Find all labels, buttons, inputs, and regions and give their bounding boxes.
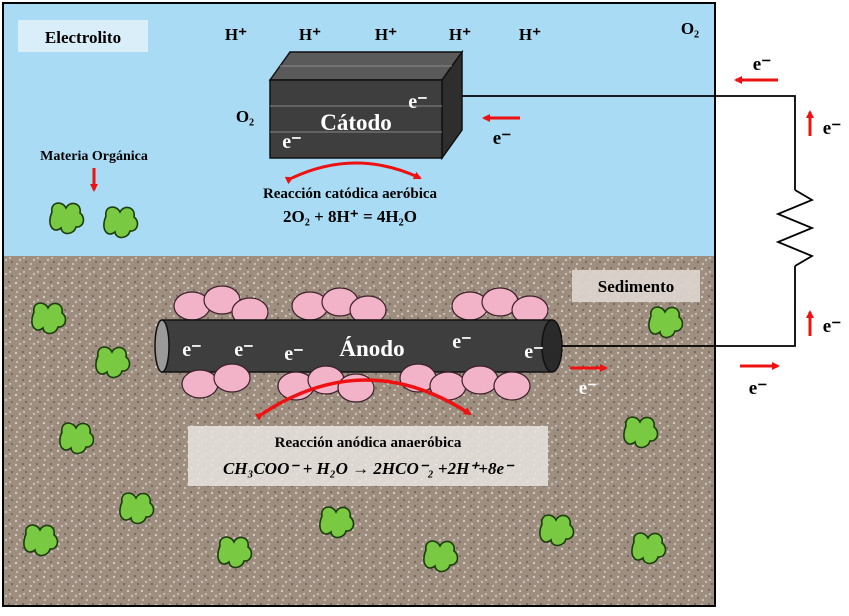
cathode-label: Cátodo — [320, 110, 392, 135]
electron-label: e⁻ — [823, 118, 841, 139]
resistor — [775, 189, 815, 267]
electron-label: e⁻ — [524, 341, 543, 363]
oxygen-label: O₂ — [236, 107, 254, 126]
electron-label: e⁻ — [182, 339, 201, 361]
anode-equation: CH₃COO⁻ + H₂O → 2HCO⁻₂ +2H⁺+8e⁻ — [223, 459, 515, 478]
electron-label: e⁻ — [579, 378, 597, 399]
electrolyte-label-box — [18, 20, 148, 52]
sediment-label-box — [572, 270, 700, 302]
anode-electrode — [154, 319, 563, 373]
electron-label: e⁻ — [753, 54, 771, 75]
electron-label: e⁻ — [284, 343, 303, 365]
external-wire-top — [462, 95, 796, 190]
organic-matter-label: Materia Orgánica — [40, 149, 148, 164]
anode-label: Ánodo — [339, 336, 404, 361]
cathode-equation: 2O₂ + 8H⁺ = 4H₂O — [283, 207, 417, 226]
proton-label: H⁺ — [519, 25, 541, 44]
anode-reaction-title: Reacción anódica anaeróbica — [275, 435, 462, 451]
anode-reaction-arrow — [254, 378, 472, 421]
cell-frame — [2, 2, 716, 607]
sediment-label: Sedimento — [598, 277, 675, 296]
electron-label: e⁻ — [493, 128, 511, 149]
cathode-electrode — [268, 49, 464, 161]
electron-label: e⁻ — [452, 331, 471, 353]
electron-label: e⁻ — [282, 131, 301, 153]
oxygen-label: O₂ — [681, 19, 699, 38]
proton-label: H⁺ — [225, 25, 247, 44]
cathode-reaction-arrow — [284, 161, 422, 185]
electron-label: e⁻ — [823, 316, 841, 337]
electrolyte-label: Electrolito — [45, 28, 121, 47]
electron-label: e⁻ — [234, 339, 253, 361]
proton-label: H⁺ — [375, 25, 397, 44]
proton-label: H⁺ — [299, 25, 321, 44]
cathode-reaction-title: Reacción catódica aeróbica — [263, 186, 438, 202]
proton-label: H⁺ — [449, 25, 471, 44]
electron-label: e⁻ — [408, 91, 427, 113]
anode-reaction-box — [188, 426, 548, 486]
electron-label: e⁻ — [749, 378, 767, 399]
external-wire-bottom — [562, 266, 796, 347]
